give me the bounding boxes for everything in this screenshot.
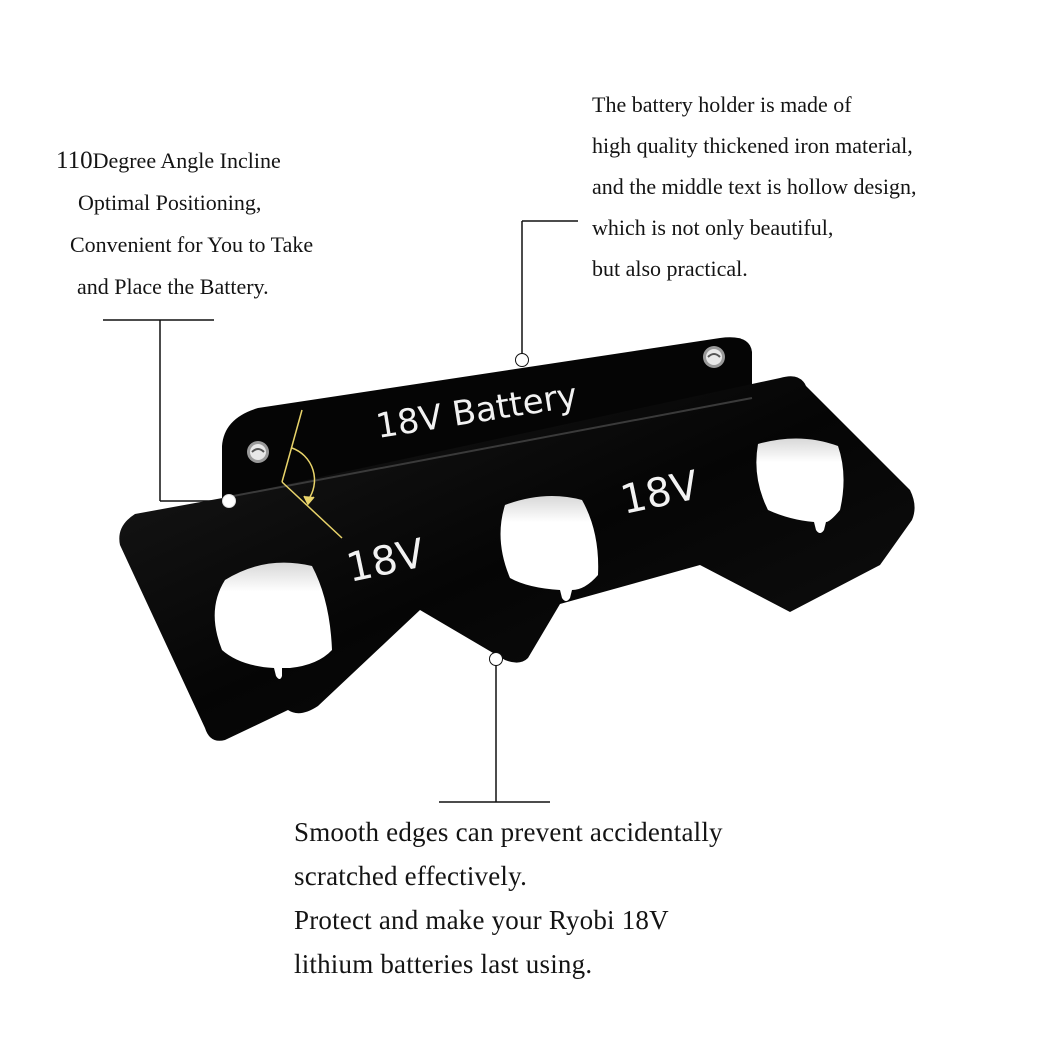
battery-slot bbox=[756, 438, 844, 533]
angle-line: Degree Angle Incline bbox=[92, 148, 281, 173]
angle-line: Convenient for You to Take bbox=[70, 232, 314, 257]
edges-callout-text: Smooth edges can prevent accidentally sc… bbox=[294, 810, 723, 986]
angle-marker bbox=[281, 409, 343, 539]
back-plate bbox=[222, 337, 752, 500]
material-line: but also practical. bbox=[592, 256, 748, 281]
battery-slot bbox=[500, 496, 599, 601]
callout-line-angle bbox=[103, 319, 222, 502]
callout-dot bbox=[515, 353, 529, 367]
angle-callout-text: 110Degree Angle Incline Optimal Position… bbox=[56, 140, 313, 308]
edges-line: lithium batteries last using. bbox=[294, 949, 593, 979]
material-line: The battery holder is made of bbox=[592, 92, 852, 117]
angle-value: 110 bbox=[56, 147, 93, 174]
edges-line: Protect and make your Ryobi 18V bbox=[294, 905, 669, 935]
angle-line: Optimal Positioning, bbox=[78, 190, 262, 215]
material-line: high quality thickened iron material, bbox=[592, 133, 913, 158]
edges-line: scratched effectively. bbox=[294, 861, 528, 891]
callout-line-material bbox=[521, 220, 578, 354]
angle-line: and Place the Battery. bbox=[77, 274, 269, 299]
battery-slot bbox=[214, 562, 332, 679]
screw-icon bbox=[247, 441, 269, 463]
material-line: which is not only beautiful, bbox=[592, 215, 834, 240]
material-callout-text: The battery holder is made of high quali… bbox=[592, 84, 916, 289]
edges-line: Smooth edges can prevent accidentally bbox=[294, 817, 723, 847]
callout-line-edges bbox=[439, 665, 550, 803]
callout-dot bbox=[222, 494, 236, 508]
material-line: and the middle text is hollow design, bbox=[592, 174, 917, 199]
callout-dot bbox=[489, 652, 503, 666]
screw-icon bbox=[703, 346, 725, 368]
